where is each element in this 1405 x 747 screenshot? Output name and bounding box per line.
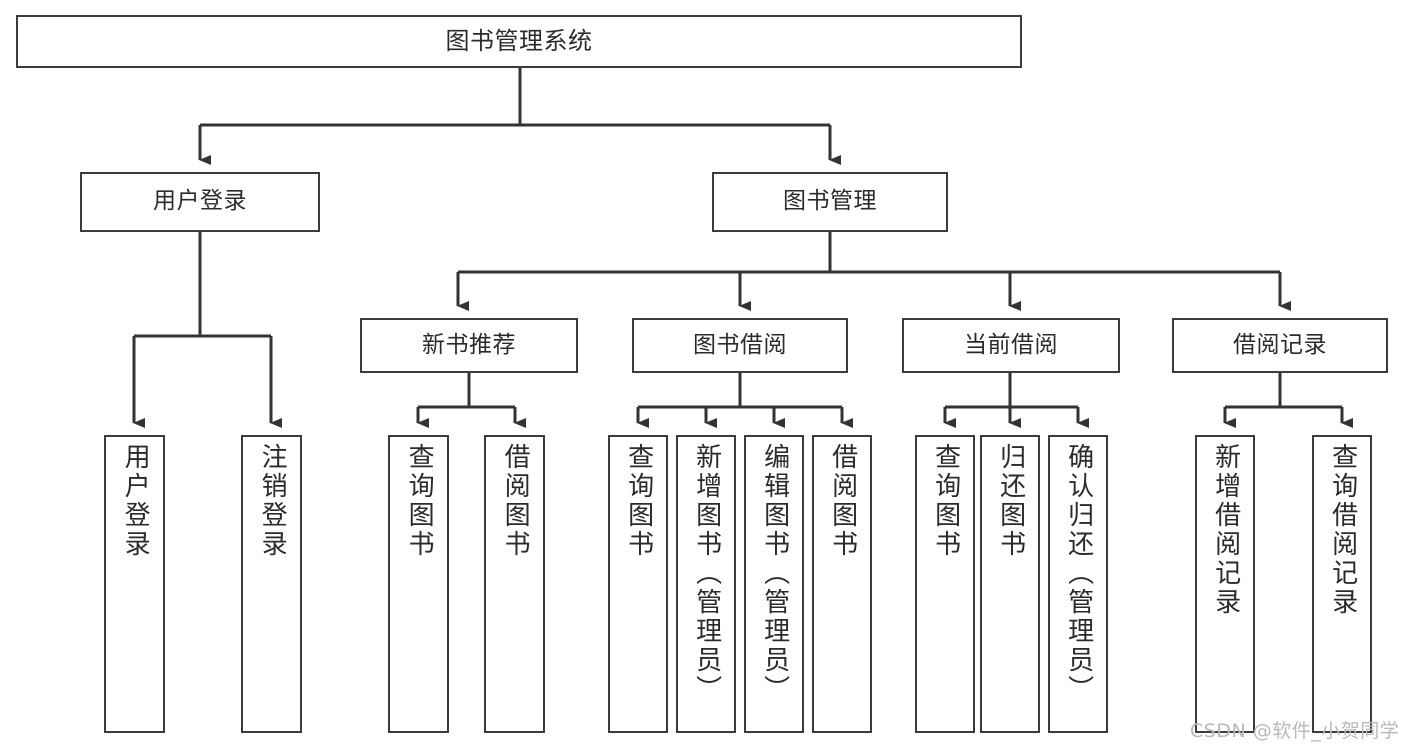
leaf-current-borrow-query[interactable]: 查询图书 bbox=[915, 435, 975, 733]
node-label: 新增图书（管理员） bbox=[691, 443, 722, 704]
node-label: 归还图书 bbox=[995, 443, 1026, 559]
node-user-login[interactable]: 用户登录 bbox=[80, 172, 320, 232]
node-label: 新书推荐 bbox=[422, 331, 516, 358]
leaf-borrow-record-query[interactable]: 查询借阅记录 bbox=[1312, 435, 1372, 733]
leaf-user-login-logout[interactable]: 注销登录 bbox=[241, 435, 302, 733]
leaf-book-borrow-add[interactable]: 新增图书（管理员） bbox=[676, 435, 736, 733]
node-label: 借阅记录 bbox=[1233, 331, 1327, 358]
node-label: 用户登录 bbox=[153, 188, 247, 215]
node-label: 借阅图书 bbox=[827, 443, 858, 559]
node-label: 用户登录 bbox=[120, 443, 151, 559]
node-book-borrow[interactable]: 图书借阅 bbox=[632, 318, 848, 373]
leaf-user-login-login[interactable]: 用户登录 bbox=[104, 435, 165, 733]
leaf-book-borrow-edit[interactable]: 编辑图书（管理员） bbox=[744, 435, 804, 733]
node-label: 查询图书 bbox=[404, 443, 435, 559]
node-label: 确认归还（管理员） bbox=[1063, 443, 1094, 704]
node-label: 新增借阅记录 bbox=[1210, 443, 1241, 617]
node-book-management[interactable]: 图书管理 bbox=[712, 172, 948, 232]
node-label: 图书管理系统 bbox=[445, 27, 593, 56]
node-label: 图书管理 bbox=[783, 188, 877, 215]
leaf-new-book-borrow[interactable]: 借阅图书 bbox=[484, 435, 545, 733]
node-label: 借阅图书 bbox=[500, 443, 531, 559]
node-new-book-recommend[interactable]: 新书推荐 bbox=[360, 318, 578, 373]
node-label: 查询图书 bbox=[623, 443, 654, 559]
leaf-current-borrow-confirm-return[interactable]: 确认归还（管理员） bbox=[1048, 435, 1108, 733]
leaf-current-borrow-return[interactable]: 归还图书 bbox=[980, 435, 1040, 733]
leaf-book-borrow-borrow[interactable]: 借阅图书 bbox=[812, 435, 872, 733]
node-root-system[interactable]: 图书管理系统 bbox=[16, 15, 1022, 68]
node-label: 查询借阅记录 bbox=[1327, 443, 1358, 617]
leaf-book-borrow-query[interactable]: 查询图书 bbox=[608, 435, 668, 733]
csdn-watermark: CSDN @软件_小贺同学 bbox=[1190, 720, 1400, 742]
node-label: 图书借阅 bbox=[693, 331, 787, 358]
node-label: 注销登录 bbox=[257, 443, 288, 559]
node-borrow-record[interactable]: 借阅记录 bbox=[1172, 318, 1388, 373]
leaf-new-book-query[interactable]: 查询图书 bbox=[388, 435, 449, 733]
node-label: 编辑图书（管理员） bbox=[759, 443, 790, 704]
node-current-borrow[interactable]: 当前借阅 bbox=[902, 318, 1120, 373]
node-label: 查询图书 bbox=[930, 443, 961, 559]
leaf-borrow-record-add[interactable]: 新增借阅记录 bbox=[1195, 435, 1255, 733]
node-label: 当前借阅 bbox=[964, 331, 1058, 358]
